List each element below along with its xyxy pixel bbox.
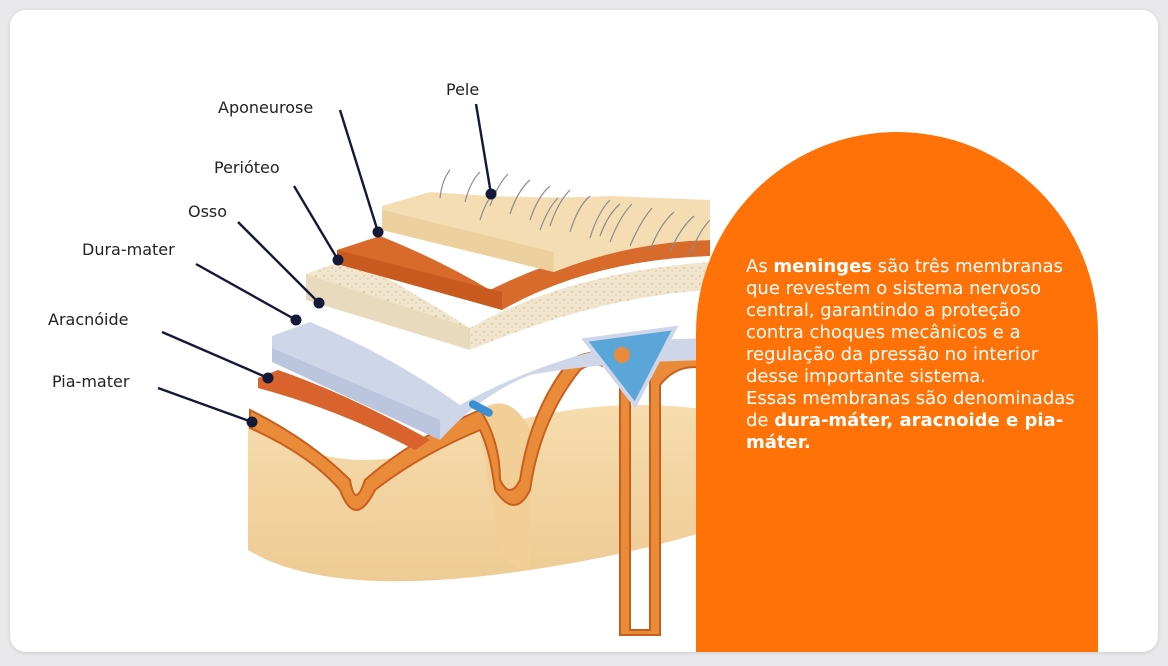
- leader-dot-pele: [485, 188, 497, 200]
- label-pia-mater: Pia-mater: [52, 372, 130, 391]
- label-osso: Osso: [188, 202, 228, 221]
- leader-line-pele: [474, 103, 493, 195]
- leader-line-pia-mater: [157, 386, 253, 424]
- leader-dot-aponeurose: [372, 226, 384, 238]
- leader-dot-pia-mater: [246, 416, 258, 428]
- label-perioteo: Perióteo: [214, 158, 280, 177]
- meninges-illustration: [157, 103, 711, 636]
- label-aracnoide: Aracnóide: [48, 310, 129, 329]
- leader-line-aracnoide: [161, 330, 269, 380]
- leader-dot-osso: [313, 297, 325, 309]
- leader-line-osso: [237, 221, 320, 304]
- info-text: As meninges são três membranas que reves…: [746, 256, 1076, 454]
- pele-layer: [382, 192, 710, 272]
- leader-dot-aracnoide: [262, 372, 274, 384]
- leader-dot-perioteo: [332, 254, 344, 266]
- leader-dots: [246, 188, 497, 428]
- dura-mater-layer: [272, 322, 710, 440]
- info-paragraph-1: As meninges são três membranas que reves…: [746, 256, 1063, 387]
- diagram-card: Pele Aponeurose Perióteo Osso Dura-mater…: [10, 10, 1158, 652]
- label-aponeurose: Aponeurose: [218, 98, 314, 117]
- leader-line-dura-mater: [195, 262, 297, 322]
- term-meninges: meninges: [773, 256, 872, 277]
- label-dura-mater: Dura-mater: [82, 240, 175, 259]
- aponeurose-layer: [337, 236, 710, 310]
- term-membrane-names: dura-máter, aracnoide e pia-máter.: [746, 410, 1064, 453]
- leader-lines: [157, 103, 493, 424]
- hair-strands: [439, 169, 711, 255]
- info-panel: As meninges são três membranas que reves…: [696, 132, 1098, 652]
- label-pele: Pele: [446, 80, 480, 99]
- info-paragraph-2: Essas membranas são denominadas de dura-…: [746, 388, 1075, 453]
- aracnoide-layer: [258, 370, 430, 450]
- leader-dot-dura-mater: [290, 314, 302, 326]
- osso-layer: [306, 258, 710, 350]
- leader-line-aponeurose: [338, 109, 380, 233]
- leader-line-perioteo: [292, 185, 340, 261]
